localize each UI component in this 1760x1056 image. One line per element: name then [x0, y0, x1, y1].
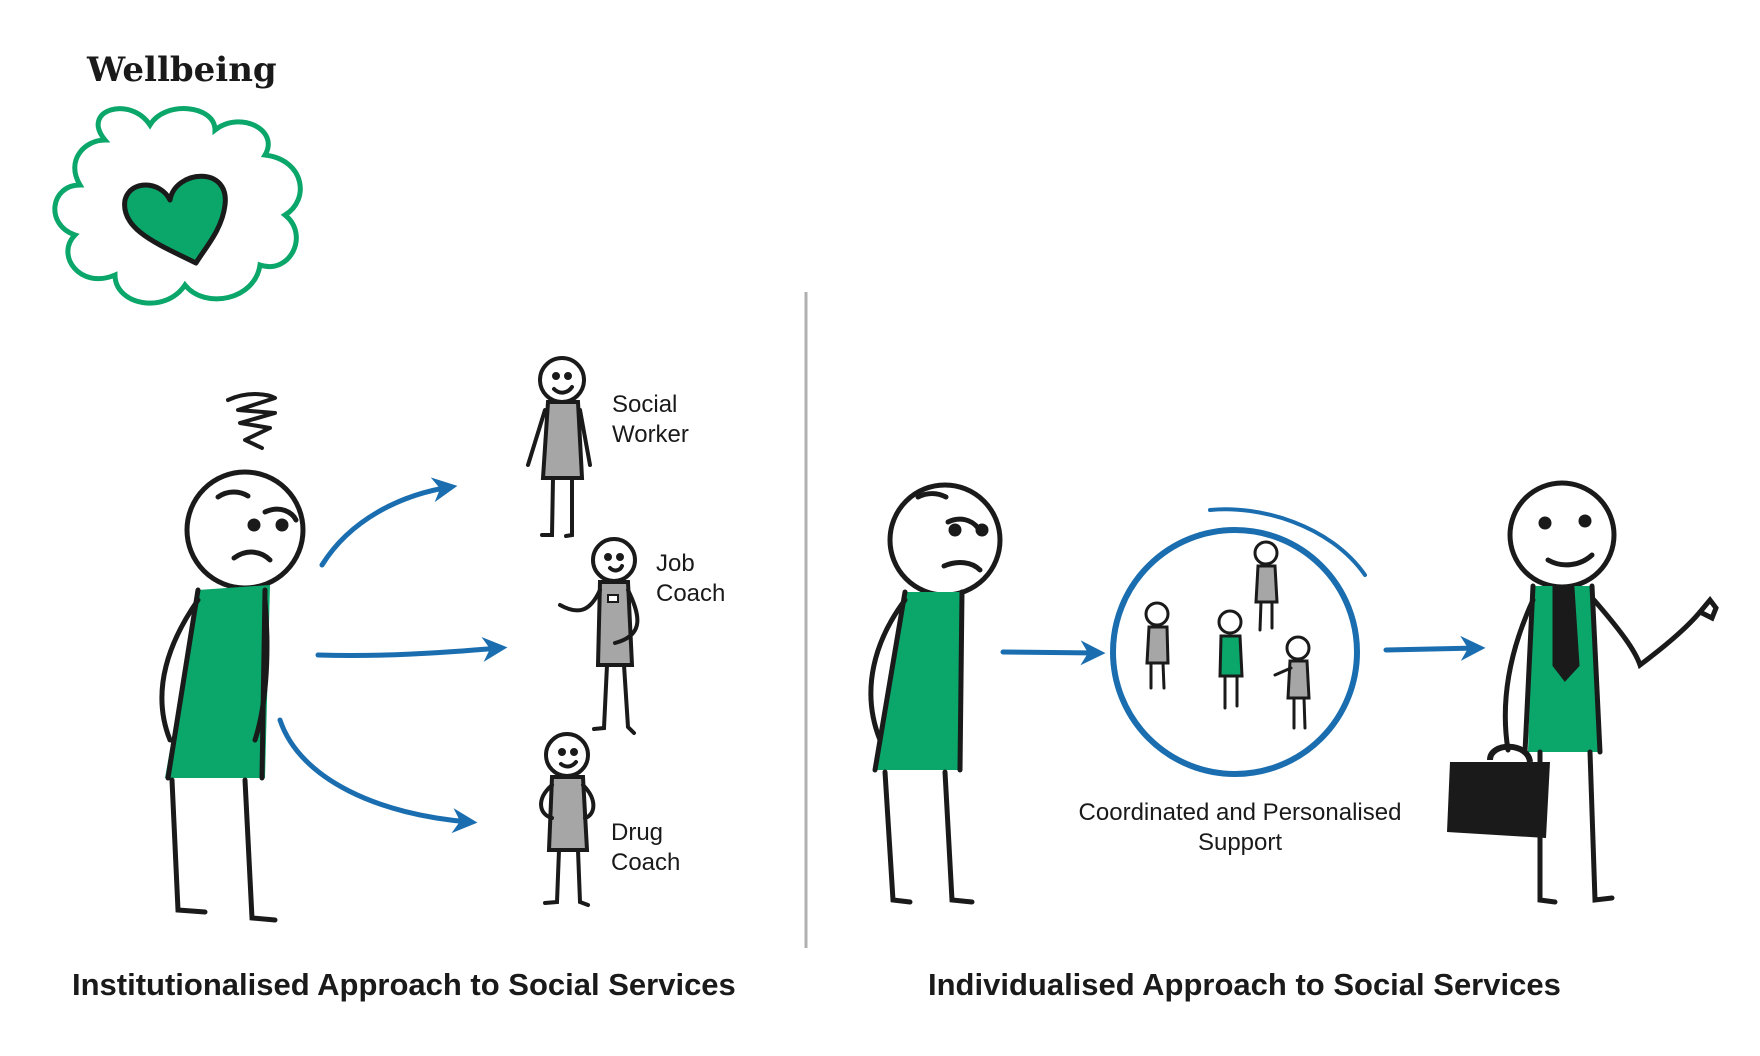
- arrow-out-of-support: [1383, 635, 1486, 661]
- drug-coach-figure: [539, 732, 596, 907]
- arrow-into-support: [1000, 640, 1106, 666]
- stress-squiggle-icon: [226, 392, 277, 450]
- caption-left: Institutionalised Approach to Social Ser…: [72, 967, 736, 1002]
- stressed-person-left: [159, 469, 306, 923]
- social-worker-figure: [526, 356, 592, 538]
- support-team-figures: [1144, 540, 1311, 730]
- support-label-line1: Coordinated and Personalised: [1078, 799, 1402, 826]
- job-coach-figure: [558, 537, 640, 735]
- support-label: Coordinated and Personalised Support: [1060, 798, 1420, 858]
- sad-person-right: [868, 482, 1003, 905]
- page-title: Wellbeing: [87, 50, 277, 90]
- support-circle: [1110, 507, 1367, 777]
- happy-professional-right: [1502, 480, 1719, 905]
- label-job-coach: Job Coach: [656, 549, 725, 609]
- caption-right: Individualised Approach to Social Servic…: [928, 967, 1561, 1002]
- label-job-coach-line1: Job: [656, 550, 695, 577]
- briefcase-icon: [1447, 743, 1550, 838]
- label-drug-coach-line2: Coach: [611, 849, 681, 876]
- label-job-coach-line2: Coach: [656, 580, 726, 607]
- label-drug-coach-line1: Drug: [611, 819, 664, 846]
- wellbeing-heart-cloud-icon: [52, 106, 303, 306]
- arrows-left: [277, 477, 508, 834]
- label-social-worker-line2: Worker: [612, 421, 689, 448]
- label-social-worker-line1: Social: [612, 391, 678, 418]
- support-label-line2: Support: [1197, 829, 1283, 856]
- label-social-worker: Social Worker: [612, 390, 689, 450]
- label-drug-coach: Drug Coach: [611, 818, 680, 878]
